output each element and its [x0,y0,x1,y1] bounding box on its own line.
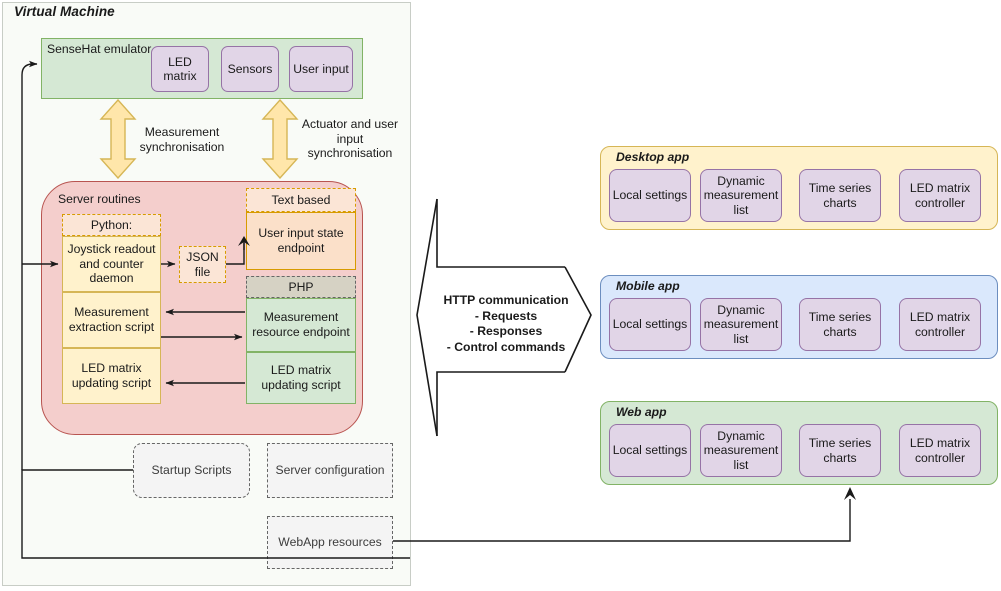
desktop-feature-dynamic-measurement-list: Dynamic measurement list [700,169,782,222]
endpoint-user-input-state: User input state endpoint [246,212,356,270]
php-group-header: PHP [246,276,356,298]
http-item-control-commands: - Control commands [446,339,566,354]
python-script-measurement-extraction: Measurement extraction script [62,292,161,348]
server-routines-label: Server routines [58,192,141,206]
server-configuration-box: Server configuration [267,443,393,498]
python-script-joystick-readout: Joystick readout and counter daemon [62,236,161,292]
web-app-title: Web app [616,405,667,419]
http-communication-title: HTTP communication [443,293,569,307]
python-script-led-matrix-updating: LED matrix updating script [62,348,161,404]
mobile-feature-led-matrix-controller: LED matrix controller [899,298,981,351]
web-feature-dynamic-measurement-list: Dynamic measurement list [700,424,782,477]
virtual-machine-title: Virtual Machine [14,4,115,19]
http-communication-label: HTTP communication- Requests- Responses-… [426,293,586,355]
sensehat-emulator-label: SenseHat emulator [47,42,152,56]
json-file-box: JSON file [179,246,226,283]
web-feature-led-matrix-controller: LED matrix controller [899,424,981,477]
http-item-responses: - Responses [469,324,543,339]
desktop-feature-led-matrix-controller: LED matrix controller [899,169,981,222]
php-script-led-matrix-updating: LED matrix updating script [246,352,356,404]
measurement-sync-label: Measurement synchronisation [139,125,225,154]
webapp-resources-box: WebApp resources [267,516,393,569]
http-communication-arrow-icon [416,198,592,437]
desktop-app-title: Desktop app [616,150,690,164]
sensehat-component-led-matrix: LED matrix [151,46,209,92]
http-item-requests: - Requests [474,308,538,323]
measurement-sync-arrow-icon [99,99,137,179]
desktop-feature-local-settings: Local settings [609,169,691,222]
text-based-group-header: Text based [246,188,356,212]
mobile-feature-dynamic-measurement-list: Dynamic measurement list [700,298,782,351]
endpoint-measurement-resource: Measurement resource endpoint [246,298,356,352]
python-group-header: Python: [62,214,161,236]
mobile-app-title: Mobile app [616,279,680,293]
actuator-sync-label: Actuator and user input synchronisation [301,117,399,161]
web-feature-time-series-charts: Time series charts [799,424,881,477]
desktop-feature-time-series-charts: Time series charts [799,169,881,222]
sensehat-component-user-input: User input [289,46,353,92]
startup-scripts-box: Startup Scripts [133,443,250,498]
web-feature-local-settings: Local settings [609,424,691,477]
actuator-sync-arrow-icon [261,99,299,179]
sensehat-component-sensors: Sensors [221,46,279,92]
mobile-feature-local-settings: Local settings [609,298,691,351]
mobile-feature-time-series-charts: Time series charts [799,298,881,351]
arrow-webapp-resources-to-web-app [393,487,856,542]
